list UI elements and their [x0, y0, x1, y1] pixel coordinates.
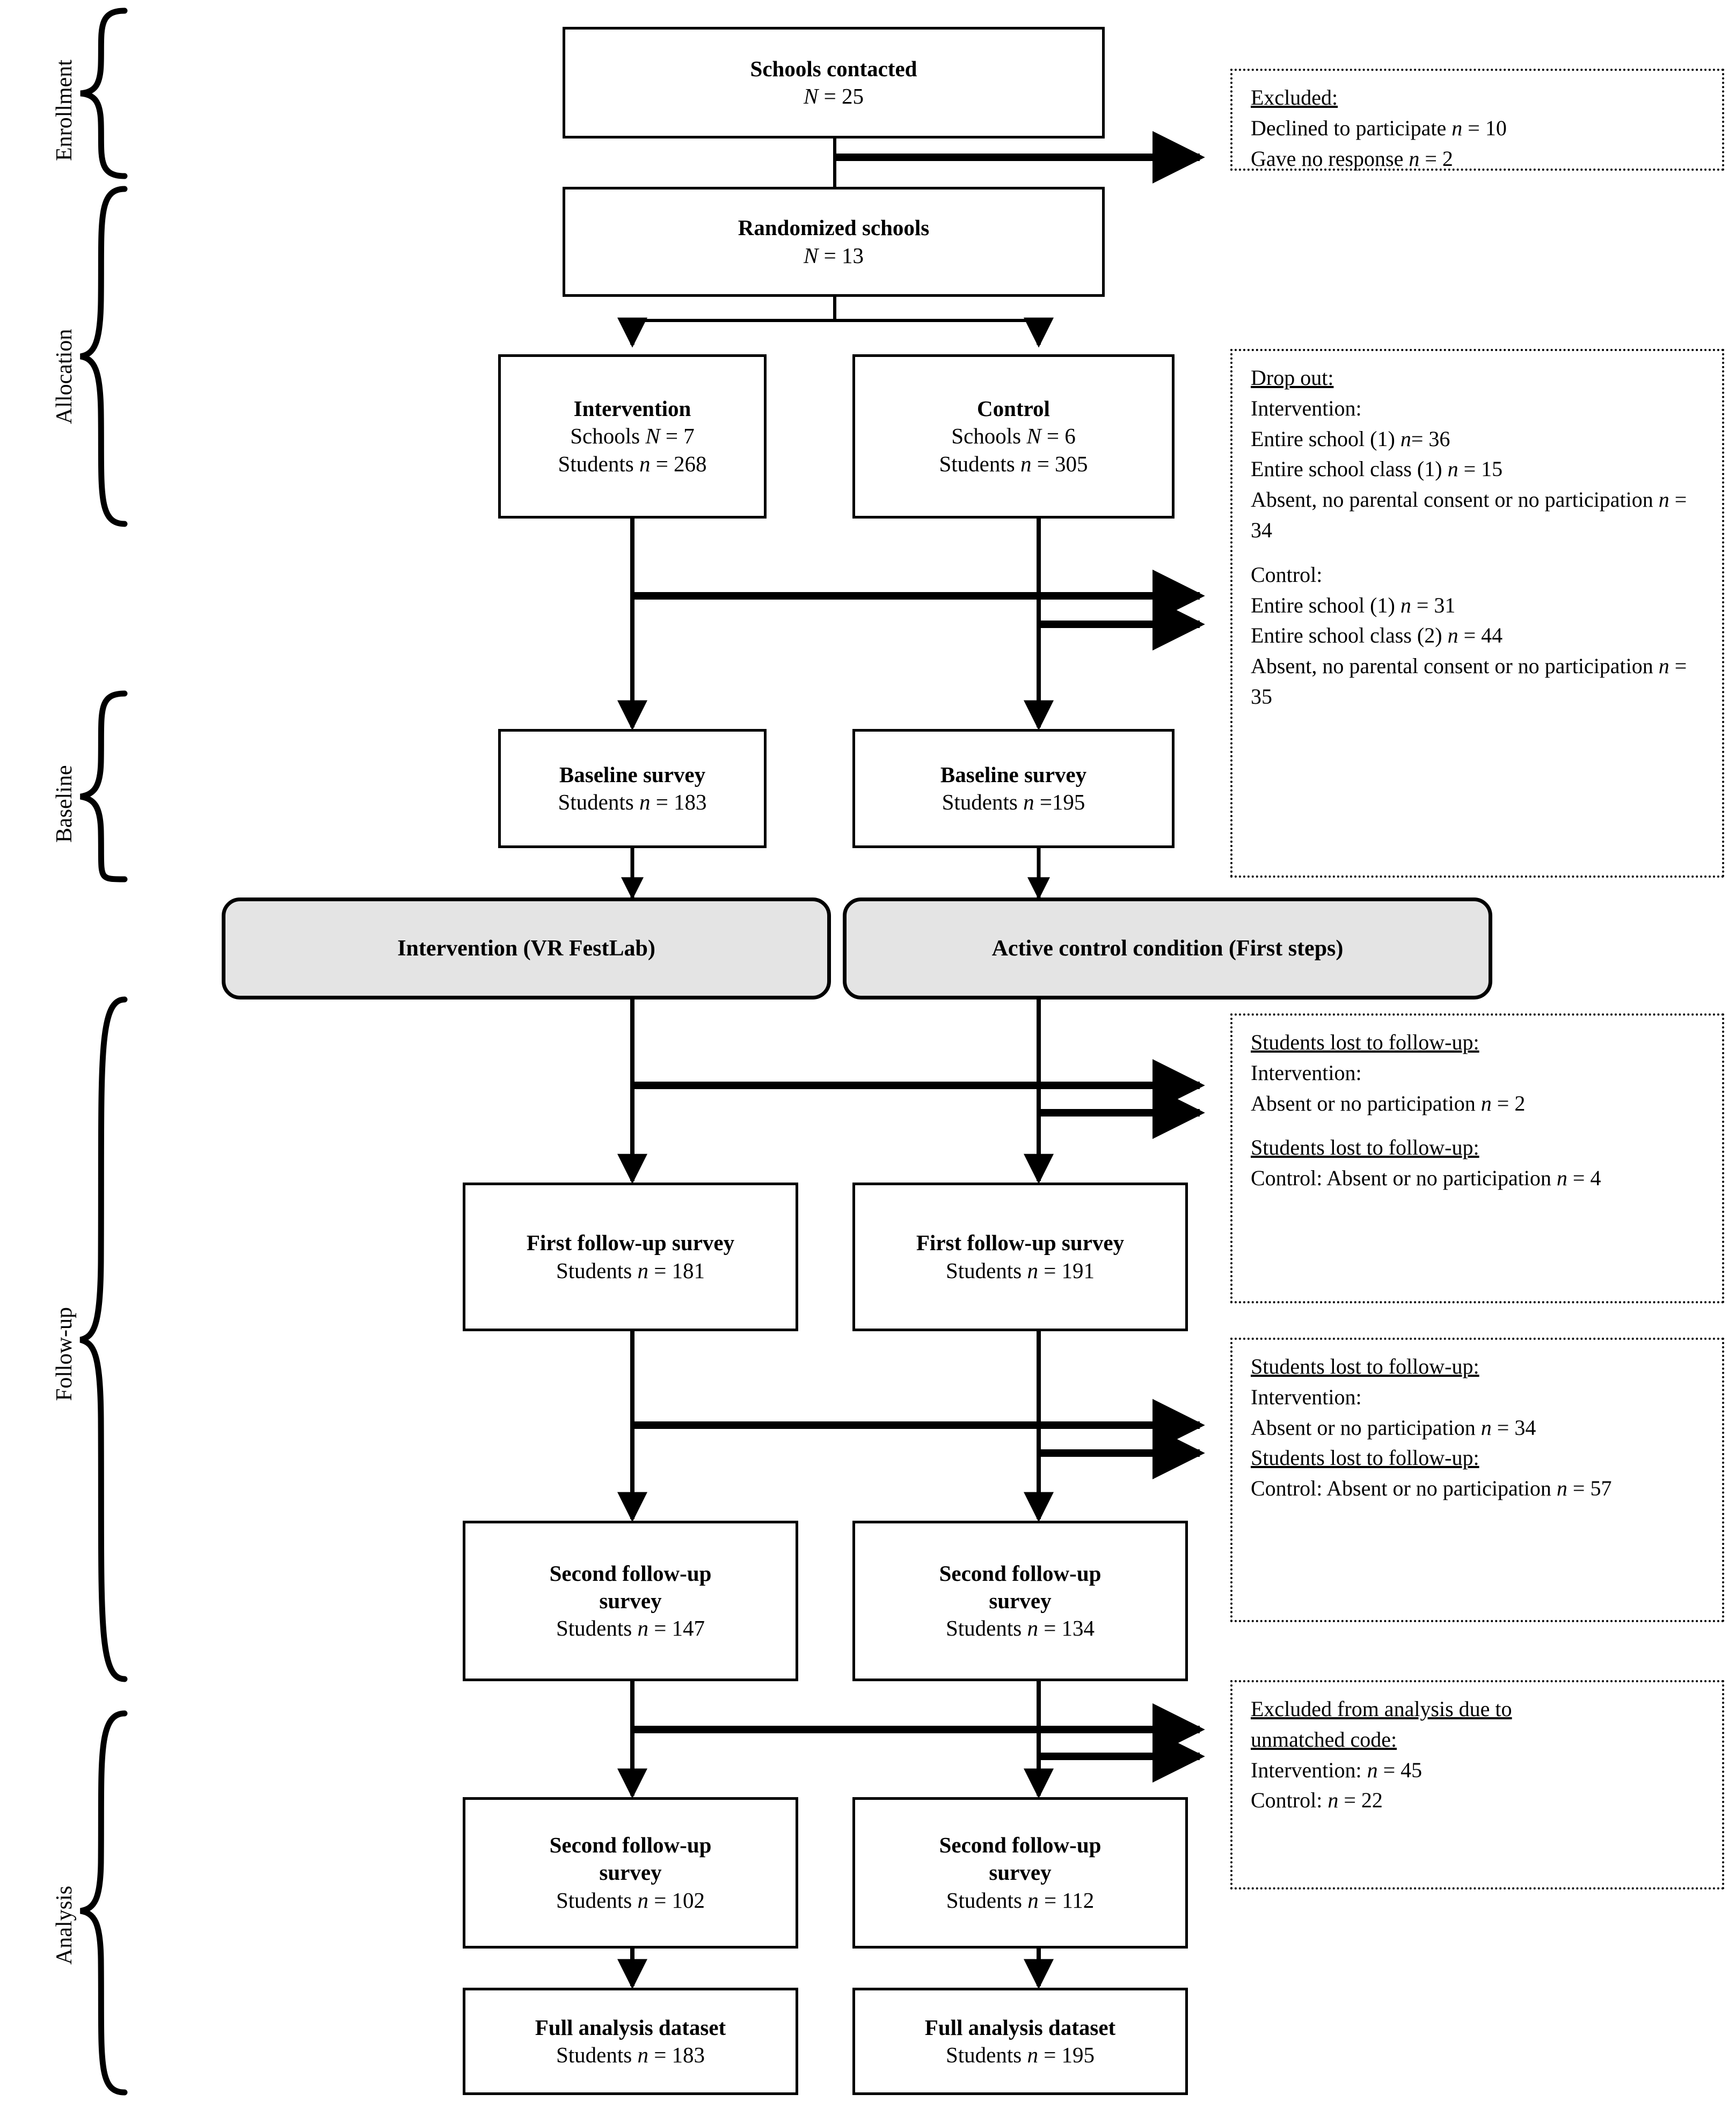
- node-students-count: Students n = 112: [946, 1887, 1095, 1913]
- node-title: Second follow-up: [939, 1833, 1102, 1858]
- stage-label-analysis: Analysis: [52, 1886, 77, 1965]
- sidebox-line: Control: n = 22: [1251, 1788, 1383, 1813]
- sidebox-heading-line2: unmatched code:: [1251, 1727, 1397, 1752]
- sidebox-line: Intervention:: [1251, 1384, 1362, 1409]
- sidebox-line: Absent, no parental consent or no partic…: [1251, 487, 1687, 542]
- sidebox-line: Control: Absent or no participation n = …: [1251, 1476, 1612, 1501]
- stage-label-allocation: Allocation: [52, 329, 77, 424]
- node-title: Second follow-up: [549, 1560, 712, 1586]
- node-title: First follow-up survey: [916, 1230, 1125, 1256]
- node-students-count: Students n = 102: [556, 1887, 705, 1913]
- node-second-followup-control: Second follow-up survey Students n = 134: [852, 1521, 1188, 1681]
- node-title: Baseline survey: [940, 762, 1087, 787]
- sidebox-line: Control: Absent or no participation n = …: [1251, 1166, 1601, 1191]
- node-title: Schools contacted: [750, 56, 917, 81]
- node-title-line2: survey: [599, 1588, 662, 1613]
- node-students-count: Students n = 305: [939, 451, 1088, 476]
- sidebox-line: Declined to participate n = 10: [1251, 115, 1507, 140]
- sidebox-line: Intervention:: [1251, 396, 1362, 420]
- node-title-line2: survey: [989, 1588, 1052, 1613]
- sidebox-heading-2: Students lost to follow-up:: [1251, 1446, 1479, 1470]
- sidebox-heading: Drop out:: [1251, 366, 1334, 390]
- node-first-followup-intervention: First follow-up survey Students n = 181: [463, 1183, 798, 1331]
- sidebox-heading-2: Students lost to follow-up:: [1251, 1135, 1479, 1160]
- sidebox-excluded-from-analysis: Excluded from analysis due to unmatched …: [1230, 1680, 1724, 1889]
- node-schools-contacted: Schools contacted N = 25: [563, 27, 1105, 138]
- node-schools-count: Schools N = 6: [951, 424, 1076, 449]
- sidebox-dropout: Drop out: Intervention: Entire school (1…: [1230, 349, 1724, 878]
- sidebox-excluded: Excluded: Declined to participate n = 10…: [1230, 69, 1724, 171]
- sidebox-line: Absent or no participation n = 34: [1251, 1415, 1536, 1440]
- node-title: Full analysis dataset: [924, 2015, 1116, 2040]
- sidebox-heading: Excluded from analysis due to: [1251, 1697, 1512, 1721]
- node-full-analysis-dataset-intervention: Full analysis dataset Students n = 183: [463, 1988, 798, 2095]
- node-schools-count: Schools N = 7: [570, 424, 695, 449]
- node-title: Baseline survey: [559, 762, 706, 787]
- node-students-count: Students n = 183: [558, 790, 707, 814]
- sidebox-lost-followup-second: Students lost to follow-up: Intervention…: [1230, 1338, 1724, 1622]
- node-full-analysis-dataset-control: Full analysis dataset Students n = 195: [852, 1988, 1188, 2095]
- node-students-count: Students n = 147: [556, 1616, 705, 1641]
- sidebox-heading: Students lost to follow-up:: [1251, 1030, 1479, 1054]
- node-students-count: Students n = 195: [945, 2042, 1095, 2067]
- stage-label-baseline: Baseline: [52, 765, 77, 843]
- spacer: [1251, 1119, 1708, 1133]
- node-title: Randomized schools: [738, 215, 930, 240]
- node-second-followup-intervention: Second follow-up survey Students n = 147: [463, 1521, 798, 1681]
- stage-label-enrollment: Enrollment: [52, 60, 77, 161]
- sidebox-heading: Excluded:: [1251, 85, 1338, 110]
- sidebox-line: Intervention:: [1251, 1060, 1362, 1085]
- node-count: N = 25: [804, 84, 864, 108]
- node-title-line2: survey: [599, 1860, 662, 1885]
- node-title-line2: survey: [989, 1860, 1052, 1885]
- node-title: Control: [977, 396, 1050, 421]
- sidebox-line: Entire school class (2) n = 44: [1251, 623, 1503, 648]
- stage-label-followup: Follow-up: [52, 1307, 77, 1401]
- node-baseline-control: Baseline survey Students n =195: [852, 729, 1175, 848]
- node-title: Active control condition (First steps): [991, 936, 1344, 961]
- node-baseline-intervention: Baseline survey Students n = 183: [498, 729, 767, 848]
- node-intervention-allocation: Intervention Schools N = 7 Students n = …: [498, 354, 767, 519]
- node-students-count: Students n =195: [942, 790, 1085, 814]
- node-students-count: Students n = 183: [556, 2042, 705, 2067]
- sidebox-line: Gave no response n = 2: [1251, 146, 1453, 171]
- node-title: Intervention: [573, 396, 691, 421]
- node-second-followup-analysis-intervention: Second follow-up survey Students n = 102: [463, 1797, 798, 1949]
- node-title: Intervention (VR FestLab): [397, 936, 655, 961]
- node-second-followup-analysis-control: Second follow-up survey Students n = 112: [852, 1797, 1188, 1949]
- node-students-count: Students n = 268: [558, 451, 707, 476]
- sidebox-line: Absent, no parental consent or no partic…: [1251, 654, 1687, 709]
- node-intervention-vr-festlab: Intervention (VR FestLab): [222, 898, 831, 999]
- node-randomized-schools: Randomized schools N = 13: [563, 187, 1105, 297]
- spacer: [1251, 546, 1708, 560]
- sidebox-line: Control:: [1251, 562, 1323, 587]
- node-title: Second follow-up: [549, 1833, 712, 1858]
- sidebox-line: Entire school (1) n = 31: [1251, 593, 1456, 617]
- node-title: First follow-up survey: [526, 1230, 735, 1256]
- sidebox-lost-followup-first: Students lost to follow-up: Intervention…: [1230, 1013, 1724, 1303]
- node-students-count: Students n = 191: [945, 1258, 1095, 1283]
- node-active-control-condition: Active control condition (First steps): [843, 898, 1492, 999]
- sidebox-line: Intervention: n = 45: [1251, 1757, 1423, 1782]
- node-students-count: Students n = 181: [556, 1258, 705, 1283]
- sidebox-line: Absent or no participation n = 2: [1251, 1091, 1526, 1115]
- node-control-allocation: Control Schools N = 6 Students n = 305: [852, 354, 1175, 519]
- node-title: Full analysis dataset: [535, 2015, 726, 2040]
- node-title: Second follow-up: [939, 1560, 1102, 1586]
- sidebox-line: Entire school class (1) n = 15: [1251, 457, 1503, 481]
- node-first-followup-control: First follow-up survey Students n = 191: [852, 1183, 1188, 1331]
- node-count: N = 13: [804, 243, 864, 268]
- sidebox-heading: Students lost to follow-up:: [1251, 1354, 1479, 1378]
- node-students-count: Students n = 134: [945, 1616, 1095, 1641]
- sidebox-line: Entire school (1) n= 36: [1251, 426, 1450, 451]
